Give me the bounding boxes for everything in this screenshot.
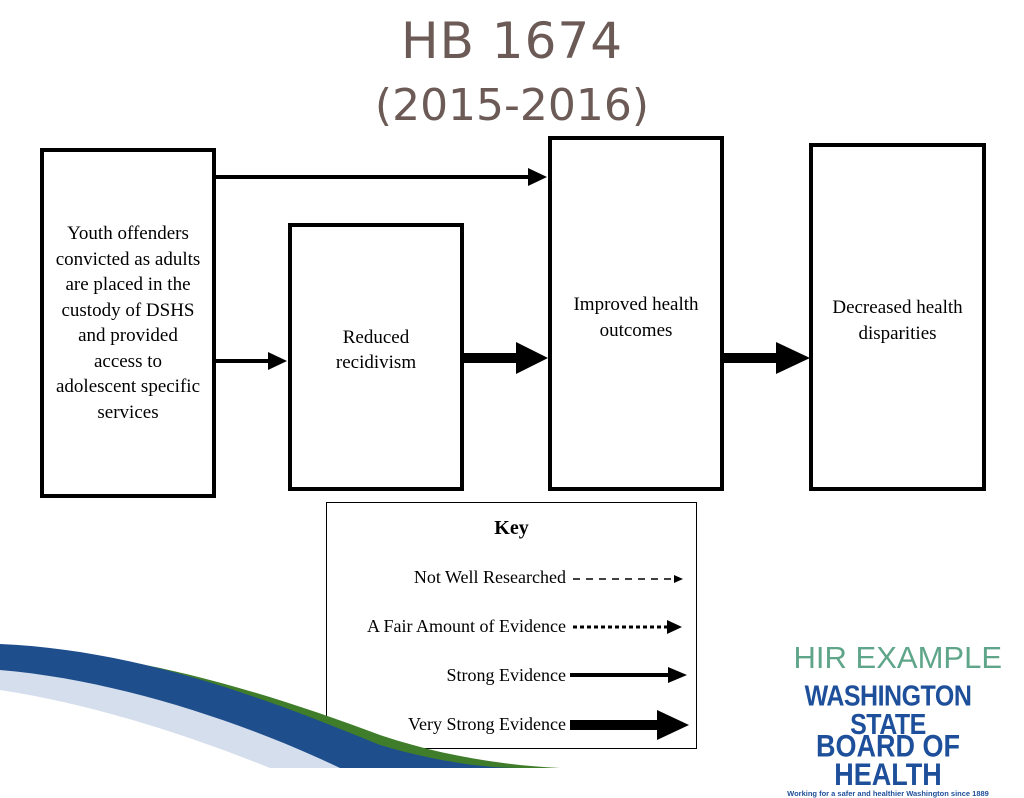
box-youth-line: adolescent specific (55, 376, 200, 397)
box-youth-line: Youth offenders (67, 223, 189, 244)
box-decreased-line: disparities (858, 322, 937, 344)
legend-title: Key (494, 517, 529, 539)
slide-title: HB 1674 (400, 12, 624, 70)
box-youth-offenders: Youth offenders convicted as adults are … (40, 148, 216, 498)
connector-arrows (216, 168, 810, 374)
legend-label-very-strong-evidence: Very Strong Evidence (408, 714, 566, 734)
box-youth-line: custody of DSHS (61, 299, 195, 321)
box-decreased-line: Decreased health (832, 297, 963, 318)
box-improved-health-outcomes: Improved health outcomes (548, 136, 724, 491)
logo-text-line1: WASHINGTON STATE (804, 679, 972, 741)
legend-label-not-well-researched: Not Well Researched (413, 567, 566, 587)
box-reduced-line: recidivism (335, 352, 417, 373)
slide-subtitle: (2015-2016) (374, 80, 650, 131)
legend-swatch-dotted (573, 620, 682, 634)
board-of-health-logo: WASHINGTON STATE BOARD OF HEALTH Working… (771, 682, 1005, 798)
arrow-reduced-to-improved (464, 342, 548, 374)
box-youth-line: convicted as adults (55, 248, 201, 270)
hir-example-label: HIR EXAMPLE (793, 640, 1002, 675)
legend-swatch-thick (570, 710, 689, 740)
box-reduced-recidivism: Reduced recidivism (288, 223, 464, 491)
logo-tagline: Working for a safer and healthier Washin… (787, 789, 989, 798)
legend-swatch-solid (570, 667, 687, 683)
legend-swatches (570, 575, 689, 740)
box-youth-line: access to (93, 350, 163, 372)
box-youth-line: and provided (78, 325, 178, 346)
decorative-swoosh (0, 644, 560, 768)
arrow-youth-to-reduced (216, 352, 287, 370)
legend-key: Key Not Well Researched A Fair Amount of… (326, 502, 697, 749)
box-decreased-health-disparities: Decreased health disparities (809, 143, 986, 491)
legend-label-strong-evidence: Strong Evidence (446, 665, 566, 685)
logo-text-line2: BOARD OF HEALTH (816, 728, 960, 793)
box-youth-line: are placed in the (65, 274, 191, 295)
legend-label-fair-evidence: A Fair Amount of Evidence (367, 616, 566, 636)
box-improved-line: Improved health (573, 294, 699, 315)
arrow-improved-to-decreased (724, 342, 810, 374)
arrow-youth-to-improved (216, 168, 547, 186)
legend-swatch-dashed (573, 575, 683, 583)
box-reduced-line: Reduced (342, 326, 410, 348)
box-improved-line: outcomes (599, 319, 673, 341)
box-youth-line: services (97, 401, 159, 423)
